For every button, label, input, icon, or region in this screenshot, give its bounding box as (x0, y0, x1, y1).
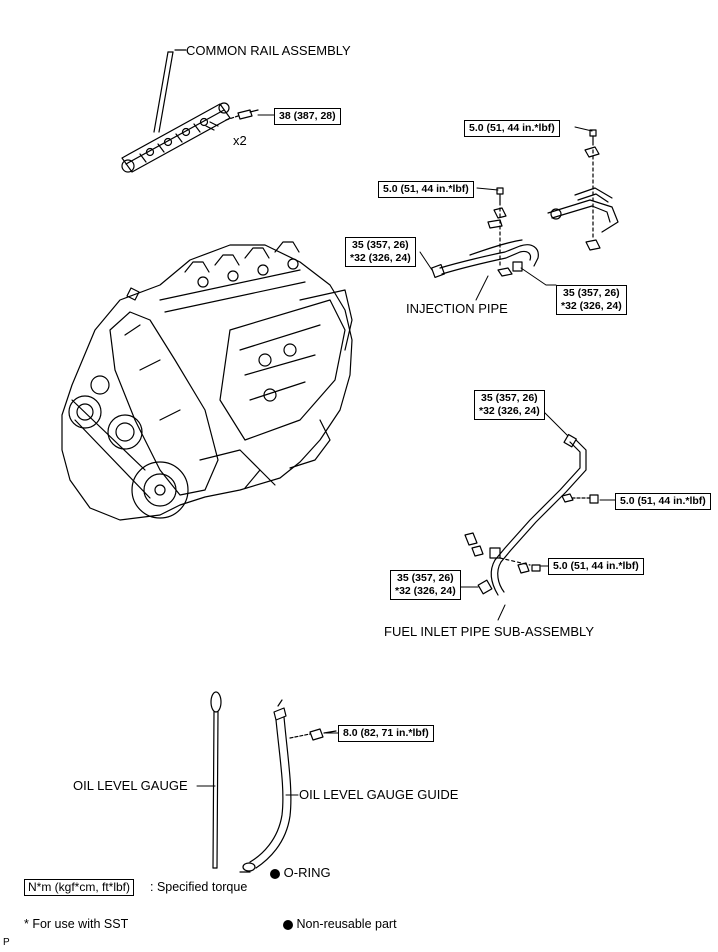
torque-injection-nut-left: 35 (357, 26) *32 (326, 24) (345, 237, 416, 267)
torque-injection-nut-right: 35 (357, 26) *32 (326, 24) (556, 285, 627, 315)
quantity-x2-label: x2 (233, 133, 247, 148)
injection-pipe-drawing (430, 129, 619, 279)
oil-level-gauge-drawing (210, 691, 222, 869)
engine-drawing (61, 241, 353, 521)
oil-level-gauge-guide-label: OIL LEVEL GAUGE GUIDE (299, 787, 459, 802)
oil-level-gauge-label: OIL LEVEL GAUGE (73, 778, 188, 793)
torque-fuel-nut-upper: 35 (357, 26) *32 (326, 24) (474, 390, 545, 420)
legend-unit-text: : Specified torque (150, 880, 248, 894)
non-reusable-dot-icon (270, 868, 280, 879)
page-code: P (3, 937, 10, 948)
legend-non-reusable: Non-reusable part (283, 918, 397, 931)
legend-sst-note: * For use with SST (24, 917, 129, 931)
o-ring-label: O-RING (270, 866, 331, 879)
fuel-inlet-pipe-label: FUEL INLET PIPE SUB-ASSEMBLY (384, 624, 594, 639)
legend-unit-box: N*m (kgf*cm, ft*lbf) (24, 879, 135, 896)
injection-pipe-label: INJECTION PIPE (406, 301, 508, 316)
torque-gauge-guide-bolt: 8.0 (82, 71 in.*lbf) (338, 725, 434, 742)
oil-level-gauge-guide-drawing (239, 699, 337, 873)
leader-lines (196, 114, 616, 796)
torque-injection-clamp-upper: 5.0 (51, 44 in.*lbf) (464, 120, 560, 137)
torque-fuel-clamp-upper: 5.0 (51, 44 in.*lbf) (615, 493, 711, 510)
torque-fuel-nut-lower: 35 (357, 26) *32 (326, 24) (390, 570, 461, 600)
common-rail-label: COMMON RAIL ASSEMBLY (186, 43, 351, 58)
torque-fuel-clamp-lower: 5.0 (51, 44 in.*lbf) (548, 558, 644, 575)
torque-injection-clamp-lower: 5.0 (51, 44 in.*lbf) (378, 181, 474, 198)
common-rail-drawing (121, 49, 259, 173)
torque-rail-bolt: 38 (387, 28) (274, 108, 341, 125)
fuel-inlet-pipe-drawing (464, 433, 599, 596)
non-reusable-legend-dot-icon (283, 919, 293, 930)
